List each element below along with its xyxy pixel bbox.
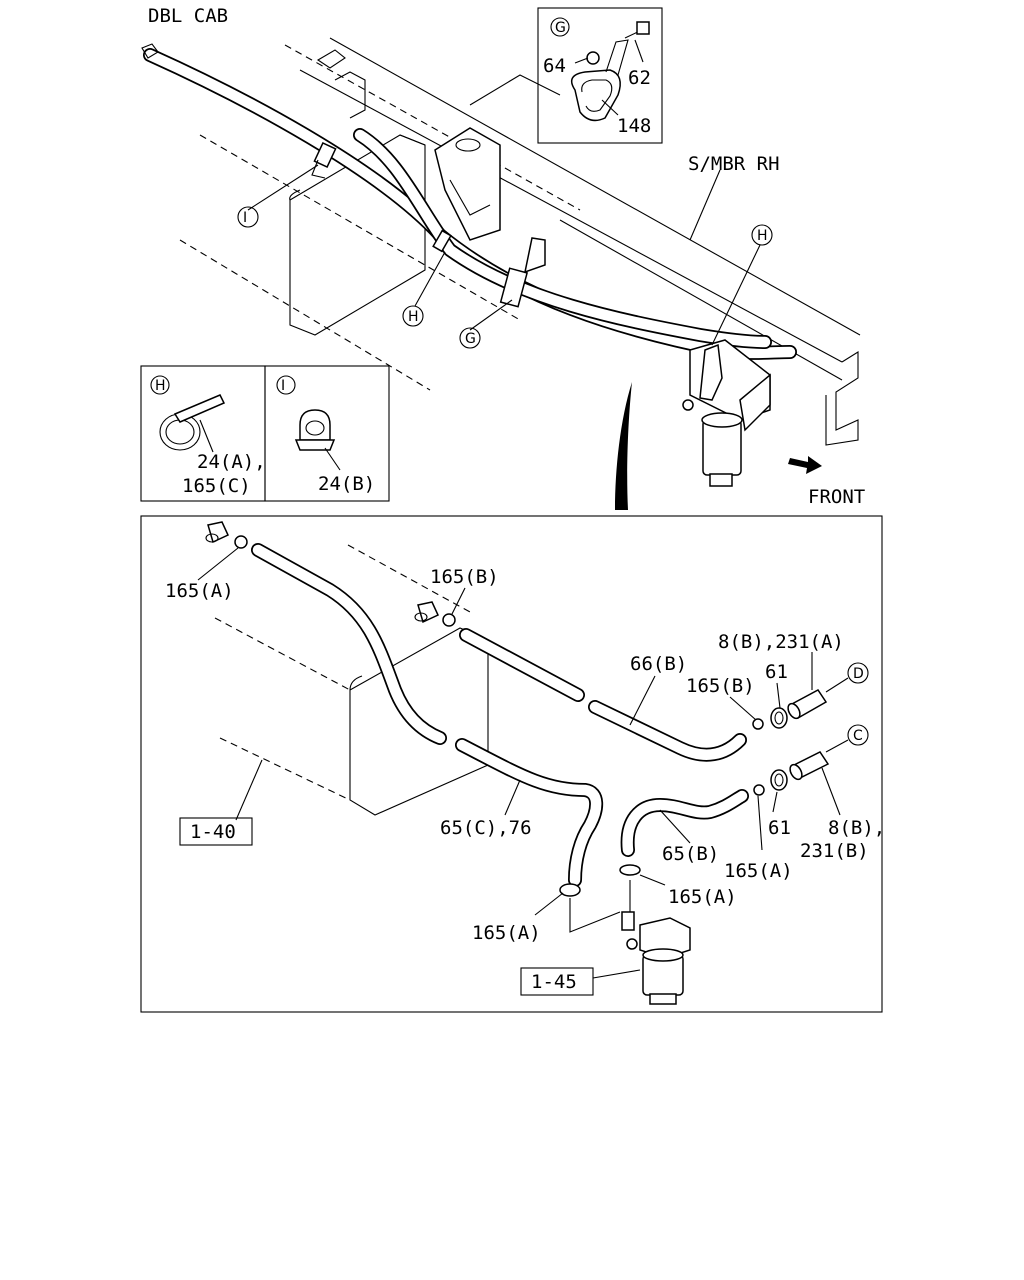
label-65c-76: 65(C),76 (440, 817, 532, 839)
clamp-filter-right (619, 864, 641, 876)
exploded-view-panel: D C 1-40 1-45 (140, 515, 885, 1013)
label-165a-mid: 165(A) (724, 860, 793, 882)
clamp-61-top (770, 707, 788, 729)
part-64-label: 64 (543, 55, 566, 77)
fuel-line-short (353, 128, 772, 349)
part-148-label: 148 (617, 115, 651, 137)
front-arrow-icon (788, 456, 822, 474)
hose-tank-right (459, 628, 585, 702)
frame-label: S/MBR RH (688, 153, 780, 175)
view-title: DBL CAB (148, 5, 228, 27)
detail-h-marker: H (155, 378, 166, 394)
hose-66b (588, 700, 747, 762)
part-165c-label: 165(C) (182, 475, 251, 497)
detail-pointer (615, 382, 632, 510)
clamp-165b-right (752, 718, 764, 730)
label-165a-tank: 165(A) (165, 580, 234, 602)
ref-filter-label: 1-45 (531, 971, 577, 993)
hose-65c-76 (455, 738, 604, 887)
tank-fitting-left (205, 521, 248, 549)
label-165a-filter-right: 165(A) (668, 886, 737, 908)
label-8b-231a: 8(B),231(A) (718, 631, 844, 653)
front-label: FRONT (808, 486, 865, 508)
label-66b: 66(B) (630, 653, 687, 675)
label-165b-tank: 165(B) (430, 566, 499, 588)
fuel-filter-exploded (569, 880, 691, 1005)
connector-d-label: D (853, 666, 864, 682)
detail-h-panel: H 24(A), 165(C) (140, 365, 266, 502)
ref-box-tank (179, 817, 253, 846)
hose-65b (620, 789, 749, 857)
callout-h-lower: H (408, 309, 419, 325)
callouts-top: I H G H (237, 164, 773, 349)
fuel-filter-top (682, 339, 771, 487)
connector-c-label: C (853, 728, 863, 744)
tank-bracket (434, 127, 501, 241)
side-member-frame (179, 37, 861, 446)
clamp-165a-mid (753, 784, 765, 796)
tank-fitting-right (414, 601, 456, 627)
detail-g-panel: G 64 62 148 (537, 7, 663, 144)
clamp-h-upper (432, 229, 452, 253)
clamp-filter-left (559, 883, 581, 897)
label-8b-231b-line2: 231(B) (800, 840, 869, 862)
ref-tank-label: 1-40 (190, 821, 236, 843)
label-61-top: 61 (765, 661, 788, 683)
part-24b-label: 24(B) (318, 473, 375, 495)
part-62-label: 62 (628, 67, 651, 89)
tank-fitting (141, 43, 159, 59)
clamp-61-bottom (770, 769, 788, 791)
pipe-8b-231a (787, 689, 828, 720)
label-65b: 65(B) (662, 843, 719, 865)
callout-i: I (243, 210, 247, 226)
label-8b-231b-line1: 8(B), (828, 817, 885, 839)
detail-i-marker: I (281, 378, 285, 394)
detail-i-panel: I 24(B) (264, 365, 390, 502)
connector-c-marker (847, 724, 869, 746)
ref-box-filter (520, 967, 594, 996)
callout-h-upper: H (757, 228, 768, 244)
fuel-tank (289, 134, 426, 336)
pipe-8b-231b (789, 751, 830, 781)
detail-g-marker: G (555, 20, 566, 36)
part-24a-label: 24(A), (197, 451, 266, 473)
hose-tank-left (251, 543, 447, 745)
top-assembly-view: DBL CAB (141, 5, 865, 510)
leader-lines (197, 547, 841, 916)
connector-d-marker (847, 662, 869, 684)
clamp-g (499, 237, 546, 308)
label-61-bottom: 61 (768, 817, 791, 839)
callout-g: G (465, 331, 476, 347)
label-165b-right: 165(B) (686, 675, 755, 697)
clamp-i (311, 141, 337, 179)
label-165a-filter-left: 165(A) (472, 922, 541, 944)
